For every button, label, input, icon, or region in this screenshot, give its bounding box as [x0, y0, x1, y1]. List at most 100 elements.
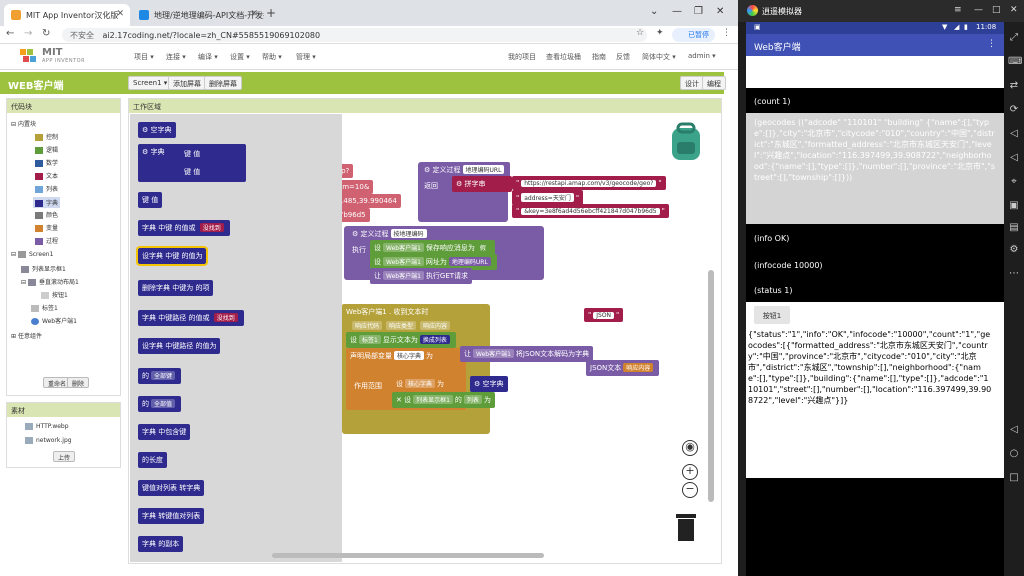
profile-button[interactable]: 已暂停 — [672, 28, 715, 42]
zoom-in-icon[interactable]: + — [682, 464, 698, 480]
flyout-has-key[interactable]: 字典 中包含键 — [138, 424, 191, 440]
overflow-menu-icon[interactable]: ⋮ — [987, 39, 996, 49]
collapse-icon[interactable]: ⊟ — [11, 121, 18, 128]
category-math[interactable]: 数学 — [35, 158, 58, 167]
upload-button[interactable]: 上传 — [53, 451, 76, 462]
false-value[interactable]: 假 — [476, 243, 489, 252]
forward-icon[interactable]: → — [24, 28, 33, 39]
delete-button[interactable]: 删除 — [67, 377, 90, 388]
minimize-icon[interactable]: — — [672, 6, 682, 17]
flyout-pair[interactable]: 键 值 — [180, 164, 205, 180]
call-proc-url[interactable]: 地理编码URL — [448, 257, 491, 266]
procedure-name-field[interactable]: 按地理编码 — [390, 229, 427, 238]
bookmark-star-icon[interactable]: ☆ — [636, 28, 645, 38]
trash-icon[interactable] — [674, 510, 698, 542]
menu-build[interactable]: 编译 ▾ — [198, 53, 218, 61]
got-text-header[interactable]: Web客户端1 . 收到文本时 — [342, 304, 433, 320]
category-list[interactable]: 列表 — [35, 184, 58, 193]
component-dropdown[interactable]: 列表显示框1 — [413, 395, 453, 404]
flyout-dict-to-list[interactable]: 字典 转键值对列表 — [138, 508, 205, 524]
volume-up-icon[interactable]: ◁ — [1010, 128, 1018, 139]
not-found-text[interactable]: 没找到 — [199, 223, 224, 232]
param-response-code[interactable]: 响应代码 — [352, 321, 383, 330]
flyout-delete-entry[interactable]: 删除字典 中键为 的项 — [138, 280, 214, 296]
procedure-def-header[interactable]: ⚙ 定义过程地理编码URL — [420, 162, 511, 178]
flyout-pair[interactable]: 键 值 — [180, 146, 205, 162]
button1[interactable]: 按钮1 — [754, 306, 790, 324]
more-icon[interactable]: ⋯ — [1009, 268, 1019, 279]
close-tab-icon[interactable]: ✕ — [250, 9, 258, 19]
fullscreen-icon[interactable]: ⤢ — [1010, 32, 1018, 43]
any-component-node[interactable]: ⊞ 任意组件 — [11, 331, 42, 340]
var-dropdown[interactable]: 核心字典 — [405, 379, 436, 388]
sync-icon[interactable]: ⇄ — [1009, 80, 1019, 91]
android-recents-icon[interactable]: □ — [1009, 472, 1019, 483]
flyout-set-value[interactable]: 设字典 中键 的值为 — [135, 246, 209, 266]
menu-settings[interactable]: 设置 ▾ — [230, 53, 250, 61]
close-window-icon[interactable]: ✕ — [716, 6, 725, 17]
tab-search-icon[interactable]: ⌄ — [650, 6, 659, 17]
screen1-tree-node[interactable]: ⊟ Screen1 — [11, 251, 53, 258]
json-text-block[interactable]: "JSON" — [584, 308, 624, 322]
flyout-get-keys[interactable]: 的全部键 — [138, 368, 182, 384]
var-name-field[interactable]: 核心字典 — [394, 351, 425, 360]
empty-dict-block[interactable]: ⚙ 空字典 — [470, 376, 508, 392]
android-back-icon[interactable]: ◁ — [1010, 424, 1018, 435]
not-found-text[interactable]: 没找到 — [213, 313, 238, 322]
url-part-1[interactable]: https://restapi.amap.com/v3/geocode/geo? — [521, 180, 657, 187]
rotate-icon[interactable]: ⟳ — [1009, 104, 1019, 115]
expand-icon[interactable]: ⊞ — [11, 333, 18, 340]
menu-help[interactable]: 帮助 ▾ — [262, 53, 282, 61]
list-item-selected[interactable]: (geocodes (("adcode" "110101" "building"… — [746, 113, 1004, 224]
component-listview[interactable]: 列表显示框1 — [21, 264, 66, 273]
settings-menu-icon[interactable]: ≡ — [954, 5, 962, 15]
text-block-url2[interactable]: "address=天安门" — [512, 190, 584, 205]
menu-project[interactable]: 项目 ▾ — [134, 53, 154, 61]
backpack-icon[interactable] — [668, 122, 704, 162]
list-item[interactable]: (status 1) — [746, 278, 1004, 302]
new-tab-icon[interactable]: + — [266, 6, 277, 20]
set-local-block[interactable]: 设核心字典为 — [392, 376, 449, 392]
param-response-type[interactable]: 响应类型 — [386, 321, 417, 330]
mit-app-inventor-logo[interactable]: MIT APP INVENTOR — [20, 47, 90, 67]
list-item[interactable]: (count 1) — [746, 88, 1004, 113]
menu-connect[interactable]: 连接 ▾ — [166, 53, 186, 61]
component-dropdown[interactable]: Web客户端1 — [473, 349, 514, 358]
tab-amap-docs[interactable]: 地理/逆地理编码-API文档-开发指南 ✕ — [132, 4, 264, 26]
list-item[interactable]: (infocode 10000) — [746, 252, 1004, 278]
android-home-icon[interactable]: ○ — [1009, 448, 1019, 459]
flyout-lookup-path[interactable]: 字典 中键路径 的值或 没找到 — [138, 310, 244, 326]
category-color[interactable]: 颜色 — [35, 210, 58, 219]
media-file[interactable]: HTTP.webp — [25, 423, 69, 430]
component-web[interactable]: Web客户端1 — [31, 316, 77, 325]
minimize-icon[interactable]: — — [974, 5, 983, 15]
recenter-icon[interactable]: ◉ — [682, 440, 698, 456]
location-icon[interactable]: ⌖ — [1011, 176, 1017, 187]
bg-text-block[interactable]: 481485,39.990464 — [326, 194, 401, 208]
category-dict-selected[interactable]: 字典 — [33, 197, 61, 208]
category-procedures[interactable]: 过程 — [35, 236, 58, 245]
text-block-url3[interactable]: "&key=3e8f6ad4d56ebcff421847d047b96d5" — [512, 204, 669, 218]
reload-icon[interactable]: ↻ — [42, 28, 51, 39]
flyout-lookup[interactable]: 字典 中键 的值或 没找到 — [138, 220, 230, 236]
workspace-vertical-scrollbar[interactable] — [708, 270, 714, 502]
component-button[interactable]: 按钮1 — [41, 290, 68, 299]
component-dropdown[interactable]: 标签1 — [359, 335, 381, 344]
remove-screen-button[interactable]: 删除屏幕 — [204, 76, 242, 90]
screenshot-icon[interactable]: ▣ — [1009, 200, 1019, 211]
blocks-workspace[interactable]: map? zoom=10& 481485,39.990464 047b96d5 … — [130, 114, 720, 562]
component-vscroll[interactable]: ⊟ 垂直滚动布局1 — [21, 277, 79, 286]
param-response-content[interactable]: 响应内容 — [420, 321, 451, 330]
category-control[interactable]: 控制 — [35, 132, 58, 141]
component-dropdown[interactable]: Web客户端1 — [383, 271, 424, 280]
menu-user[interactable]: admin ▾ — [688, 52, 716, 60]
gear-icon[interactable]: ⚙ — [1009, 244, 1019, 255]
menu-guide[interactable]: 指南 — [592, 53, 606, 61]
json-text-value[interactable]: JSON — [593, 312, 615, 319]
flyout-length[interactable]: 的长度 — [138, 452, 167, 468]
